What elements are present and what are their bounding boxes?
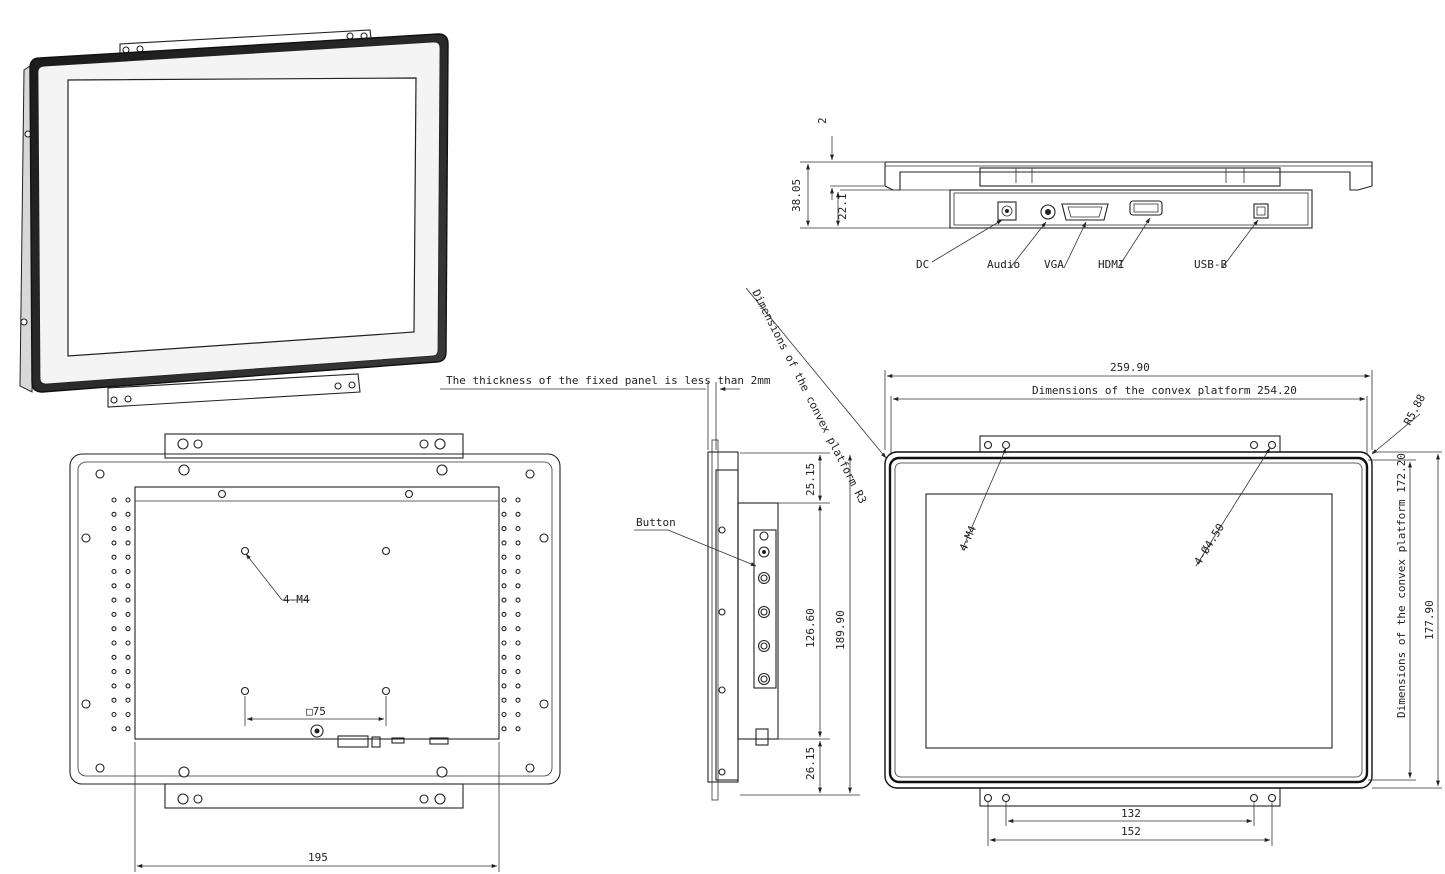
vent-hole (515, 726, 521, 732)
back-width-dim: 195 (308, 851, 328, 864)
vent-hole (111, 583, 117, 589)
side-dim-bottom: 26.15 (804, 747, 817, 780)
vent-hole (501, 583, 507, 589)
vent-hole (501, 654, 507, 660)
vent-hole (501, 526, 507, 532)
vent-hole (125, 597, 131, 603)
bracket-dim-152: 152 (1121, 825, 1141, 838)
vent-hole (501, 540, 507, 546)
port-label-audio: Audio (987, 258, 1020, 271)
vent-hole (111, 697, 117, 703)
vent-hole (501, 511, 507, 517)
front-platform-width: Dimensions of the convex platform 254.20 (1032, 384, 1297, 397)
vent-hole (111, 611, 117, 617)
vent-hole (125, 511, 131, 517)
vent-hole (515, 497, 521, 503)
vent-hole (501, 554, 507, 560)
vent-hole (501, 726, 507, 732)
vent-hole (125, 540, 131, 546)
vent-hole (515, 597, 521, 603)
vent-hole (125, 711, 131, 718)
vent-hole (515, 611, 521, 617)
vent-hole (501, 669, 507, 675)
vent-hole (501, 626, 507, 632)
vent-hole (125, 611, 131, 617)
vent-hole (501, 683, 507, 689)
vent-hole (501, 497, 507, 503)
vent-hole (515, 583, 521, 589)
vent-hole (111, 669, 117, 675)
back-mount-label: 4-M4 (283, 593, 310, 606)
vent-hole (125, 583, 131, 589)
vent-hole (501, 711, 507, 718)
vent-hole (111, 640, 117, 646)
vent-hole (515, 697, 521, 703)
vent-hole (125, 683, 131, 689)
vent-hole (501, 611, 507, 617)
vent-hole (125, 526, 131, 532)
port-label-usb-b: USB-B (1194, 258, 1227, 271)
vent-hole (111, 654, 117, 660)
vent-hole (111, 568, 117, 575)
vent-hole (125, 497, 131, 503)
vent-hole (111, 711, 117, 718)
side-dim-top: 25.15 (804, 463, 817, 496)
button-label: Button (636, 516, 676, 529)
side-dim-total: 189.90 (834, 610, 847, 650)
top-dim-total: 38.05 (790, 179, 803, 212)
port-label-hdmi: HDMI (1098, 258, 1125, 271)
front-width-total: 259.90 (1110, 361, 1150, 374)
side-dim-mid: 126.60 (804, 608, 817, 648)
vent-hole (501, 640, 507, 646)
top-dim-body: 22.1 (836, 194, 849, 221)
vent-hole (125, 640, 131, 646)
vent-hole (515, 511, 521, 517)
vent-hole (515, 568, 521, 575)
vent-hole (111, 497, 117, 503)
back-view: 4-M4 □75 195 (69, 433, 561, 872)
vent-hole (515, 711, 521, 718)
vent-holes (111, 497, 521, 732)
top-view: DC Audio VGA HDMI USB-B 2 38.05 22.1 (790, 117, 1373, 271)
vent-hole (111, 626, 117, 632)
isometric-monitor-view (19, 29, 449, 408)
vent-hole (111, 511, 117, 517)
side-view: The thickness of the fixed panel is less… (440, 374, 860, 801)
top-dim-2: 2 (816, 117, 829, 124)
vent-hole (125, 697, 131, 703)
vent-hole (111, 726, 117, 732)
vent-hole (515, 540, 521, 546)
vent-hole (515, 526, 521, 532)
fixed-panel-note: The thickness of the fixed panel is less… (446, 374, 771, 387)
vent-hole (125, 568, 131, 575)
vent-hole (501, 597, 507, 603)
vent-hole (125, 654, 131, 660)
vent-hole (501, 568, 507, 575)
vent-hole (111, 597, 117, 603)
vent-hole (515, 554, 521, 560)
vent-hole (515, 669, 521, 675)
vent-hole (125, 554, 131, 560)
front-platform-height: Dimensions of the convex platform 172.20 (1395, 453, 1408, 718)
vent-hole (111, 554, 117, 560)
vent-hole (501, 697, 507, 703)
vent-hole (515, 626, 521, 632)
front-height-total: 177.90 (1423, 600, 1436, 640)
port-label-vga: VGA (1044, 258, 1064, 271)
vent-hole (111, 540, 117, 546)
vent-hole (515, 654, 521, 660)
vent-hole (111, 683, 117, 689)
corner-radius-label: R5.88 (1401, 392, 1428, 427)
vent-hole (515, 640, 521, 646)
vent-hole (125, 726, 131, 732)
vent-hole (125, 626, 131, 632)
bracket-dim-132: 132 (1121, 807, 1141, 820)
vent-hole (515, 683, 521, 689)
vent-hole (111, 526, 117, 532)
vent-hole (125, 669, 131, 675)
port-label-dc: DC (916, 258, 929, 271)
vesa-dim-label: □75 (306, 705, 326, 718)
